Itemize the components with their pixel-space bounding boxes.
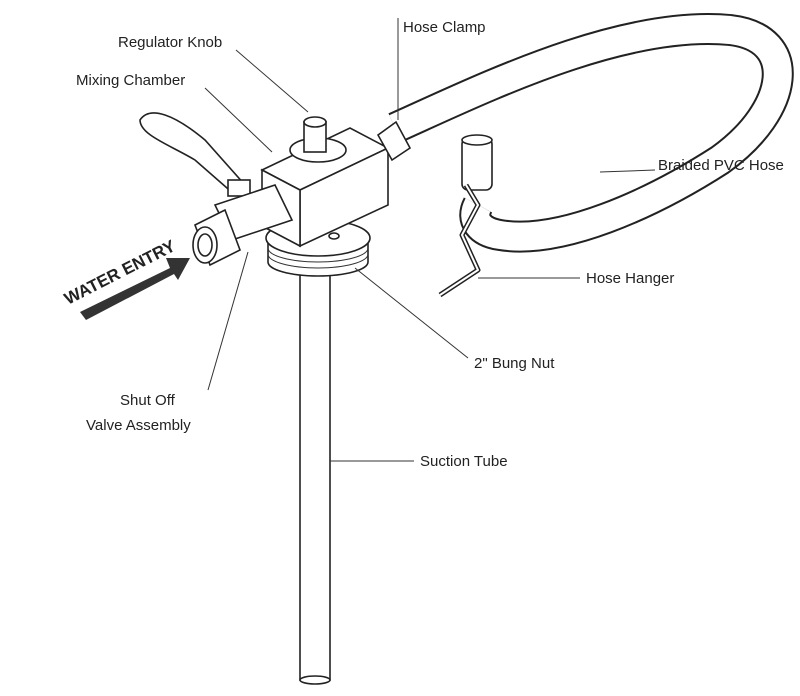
braided-pvc-hose <box>388 13 794 253</box>
shut-off-valve <box>139 112 294 267</box>
label-regulator-knob: Regulator Knob <box>118 34 222 51</box>
label-hose-clamp: Hose Clamp <box>403 19 486 36</box>
hose-hanger <box>438 134 493 298</box>
label-hose-hanger: Hose Hanger <box>586 270 674 287</box>
label-mixing-chamber: Mixing Chamber <box>76 72 185 89</box>
water-entry-arrow: WATER ENTRY <box>61 236 190 320</box>
label-suction-tube: Suction Tube <box>420 453 508 470</box>
leader-lines <box>204 18 656 462</box>
label-shut-off-1: Shut Off <box>120 392 176 409</box>
label-shut-off-2: Valve Assembly <box>86 417 191 434</box>
label-bung-nut: 2" Bung Nut <box>474 355 555 372</box>
label-braided-pvc-hose: Braided PVC Hose <box>658 157 784 174</box>
mixing-chamber <box>260 116 390 248</box>
suction-tube <box>299 249 331 681</box>
hose-clamp <box>376 120 412 162</box>
